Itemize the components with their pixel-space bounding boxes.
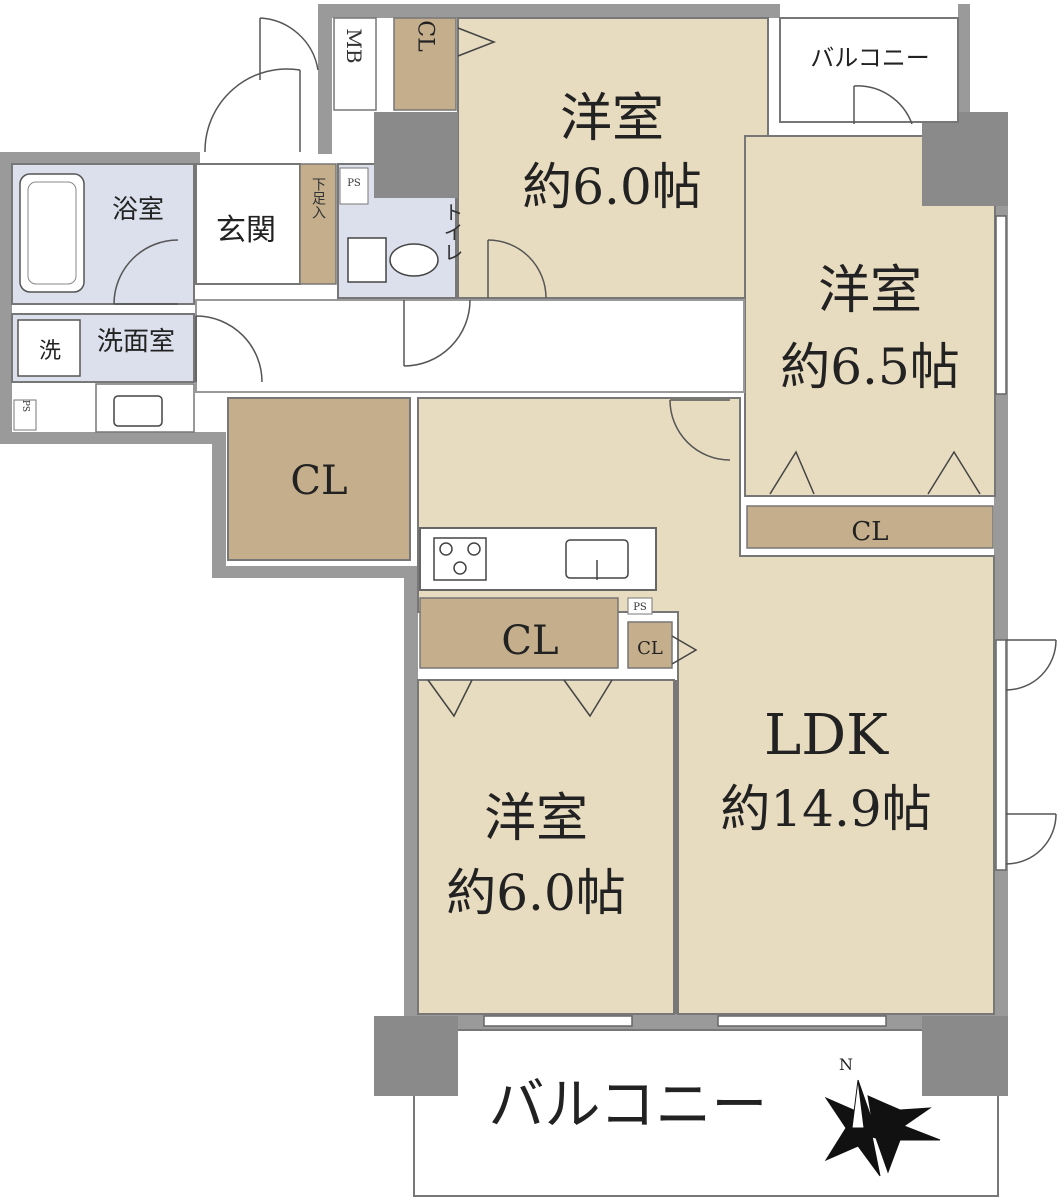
- label-closet-right: CL: [851, 517, 888, 547]
- compass-icon: [824, 1079, 941, 1177]
- label-shoe-box: 下足入: [310, 177, 326, 219]
- label-closet-hall: CL: [290, 458, 347, 504]
- bottom-windows: [483, 1015, 887, 1027]
- right-room-pillar-gap: [922, 112, 1008, 206]
- entrance-area: [195, 163, 301, 285]
- room-size-ldk: 約14.9帖: [720, 780, 931, 838]
- western-room-bottom: [417, 679, 675, 1015]
- label-washroom: 洗面室: [97, 327, 175, 357]
- washing-machine-icon: [17, 319, 81, 377]
- closet-ldk-small: [627, 621, 673, 669]
- closet-bottom: [419, 597, 619, 669]
- room-size-western-top: 約6.0帖: [522, 158, 702, 216]
- room-size-western-bottom: 約6.0帖: [446, 864, 626, 922]
- closet-door-marks: [427, 27, 981, 718]
- western-room-top: [457, 17, 769, 299]
- room-name-western-bottom: 洋室: [484, 789, 588, 849]
- compass-north-label: N: [839, 1055, 853, 1074]
- label-toilet: トイレ: [440, 202, 464, 262]
- sink-icon: [565, 539, 629, 580]
- pillar-balcony-right: [922, 1016, 1008, 1096]
- label-washer: 洗: [39, 339, 61, 364]
- closet-hall: [227, 397, 411, 561]
- label-ps-left: PS: [20, 400, 30, 412]
- label-balcony-top: バルコニー: [810, 44, 930, 72]
- label-balcony-bottom: バルコニー: [489, 1073, 768, 1138]
- right-windows: [995, 215, 1007, 871]
- room-size-western-right: 約6.5帖: [780, 338, 960, 396]
- label-ps-ldk: PS: [633, 602, 647, 613]
- corridor: [195, 299, 745, 393]
- shoe-box: [299, 163, 337, 285]
- closet-right: [746, 505, 994, 549]
- pillar-center: [374, 112, 458, 198]
- room-name-ldk: LDK: [764, 703, 889, 768]
- pillar-balcony-left: [374, 1016, 458, 1096]
- room-name-western-top: 洋室: [560, 89, 664, 149]
- closet-top-small: [393, 17, 457, 111]
- label-ps-toilet: PS: [347, 178, 361, 189]
- label-bath: 浴室: [112, 195, 164, 225]
- label-closet-ldk-small: CL: [637, 638, 663, 659]
- vanity-sink-icon: [113, 395, 163, 427]
- interior-door-swings: [113, 85, 1057, 865]
- room-name-western-right: 洋室: [818, 261, 922, 321]
- meter-box: [333, 17, 377, 111]
- bathtub-inner: [27, 181, 77, 285]
- label-closet-bottom: CL: [501, 618, 558, 664]
- toilet-icon: [347, 237, 439, 283]
- bathtub-icon: [19, 173, 85, 293]
- stove-icon: [433, 537, 487, 581]
- balcony-top-area: [779, 17, 959, 123]
- label-mb: MB: [342, 28, 366, 63]
- ps-box-toilet: [339, 167, 369, 205]
- label-entrance: 玄関: [216, 213, 276, 248]
- ps-box-left: [13, 399, 37, 431]
- label-closet-top-small: CL: [413, 20, 438, 52]
- entrance-door-swings: [204, 17, 319, 153]
- ps-box-ldk: [627, 597, 653, 615]
